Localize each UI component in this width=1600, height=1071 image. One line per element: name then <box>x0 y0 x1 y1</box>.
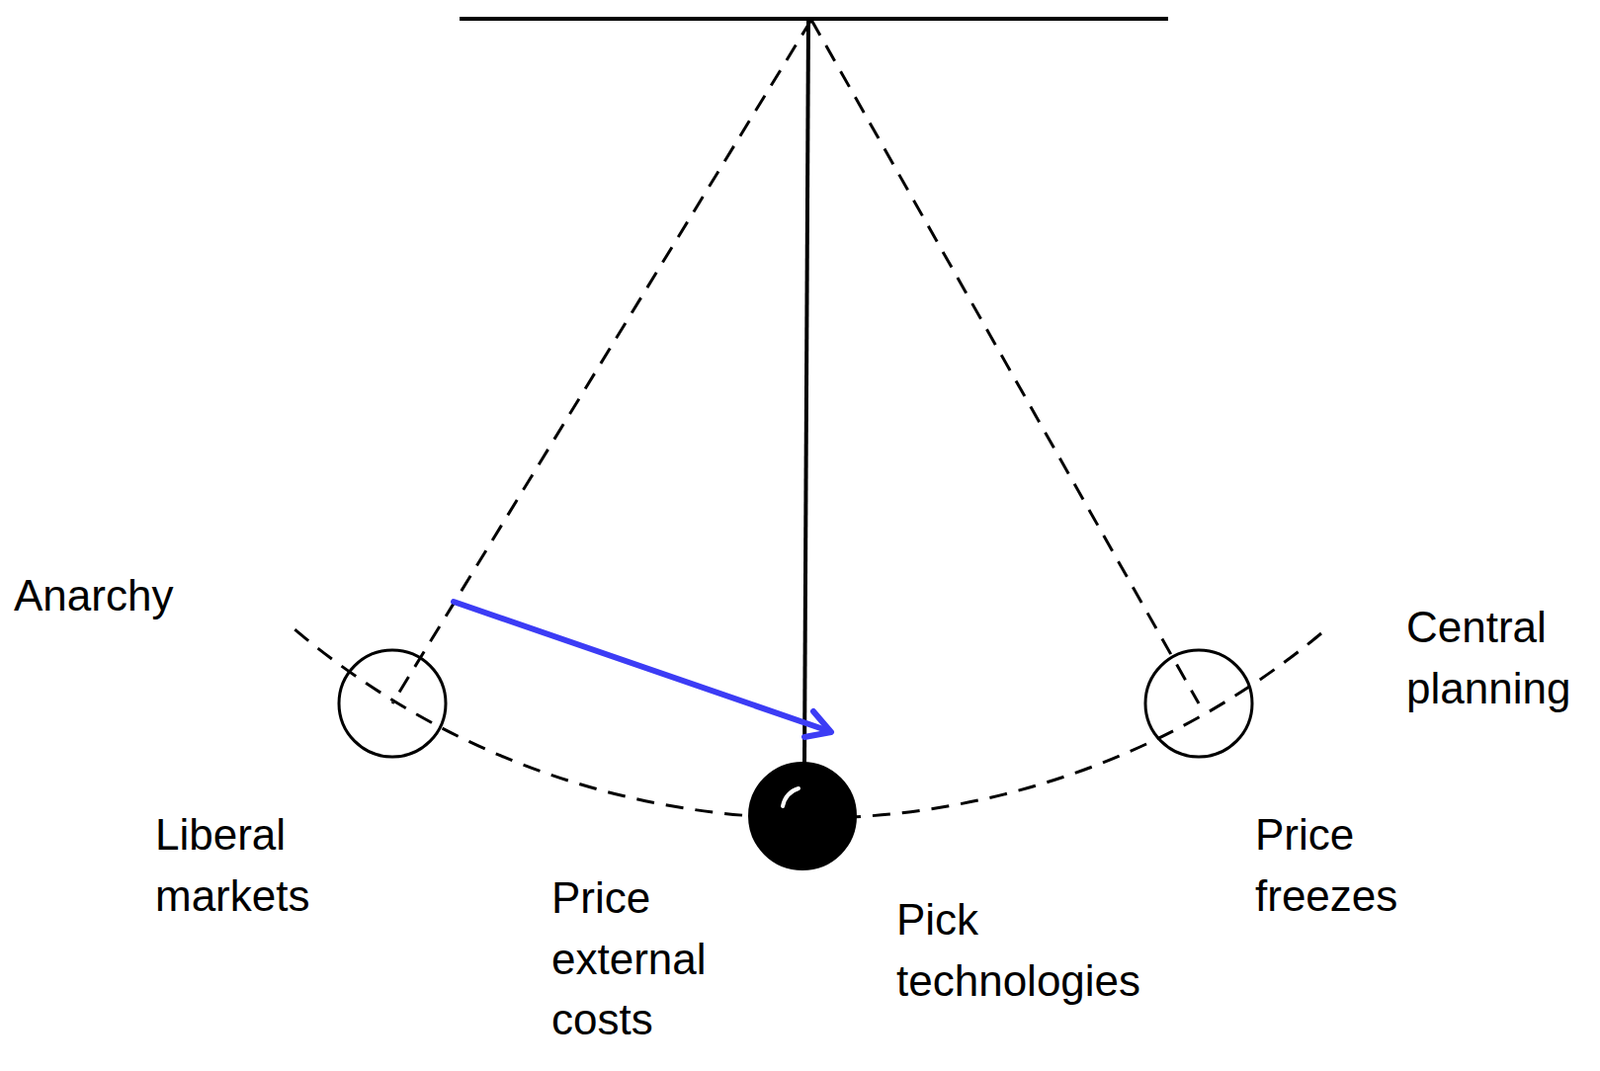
pendulum-string <box>804 19 809 766</box>
shift-arrow <box>453 601 827 731</box>
axis-label: Liberal markets <box>155 804 343 927</box>
right-bob <box>1145 650 1253 758</box>
axis-label: Anarchy <box>13 565 252 627</box>
axis-label: Price external costs <box>551 867 750 1051</box>
left-bob <box>338 650 446 758</box>
center-bob <box>749 762 856 870</box>
right-swing-line <box>811 19 1199 704</box>
shift-arrowhead <box>804 711 832 738</box>
bob-highlight <box>782 788 799 807</box>
axis-label: Price freezes <box>1255 804 1443 927</box>
axis-label: Pick technologies <box>896 889 1159 1011</box>
axis-label: Central planning <box>1406 596 1590 719</box>
support-bar <box>459 16 1169 21</box>
